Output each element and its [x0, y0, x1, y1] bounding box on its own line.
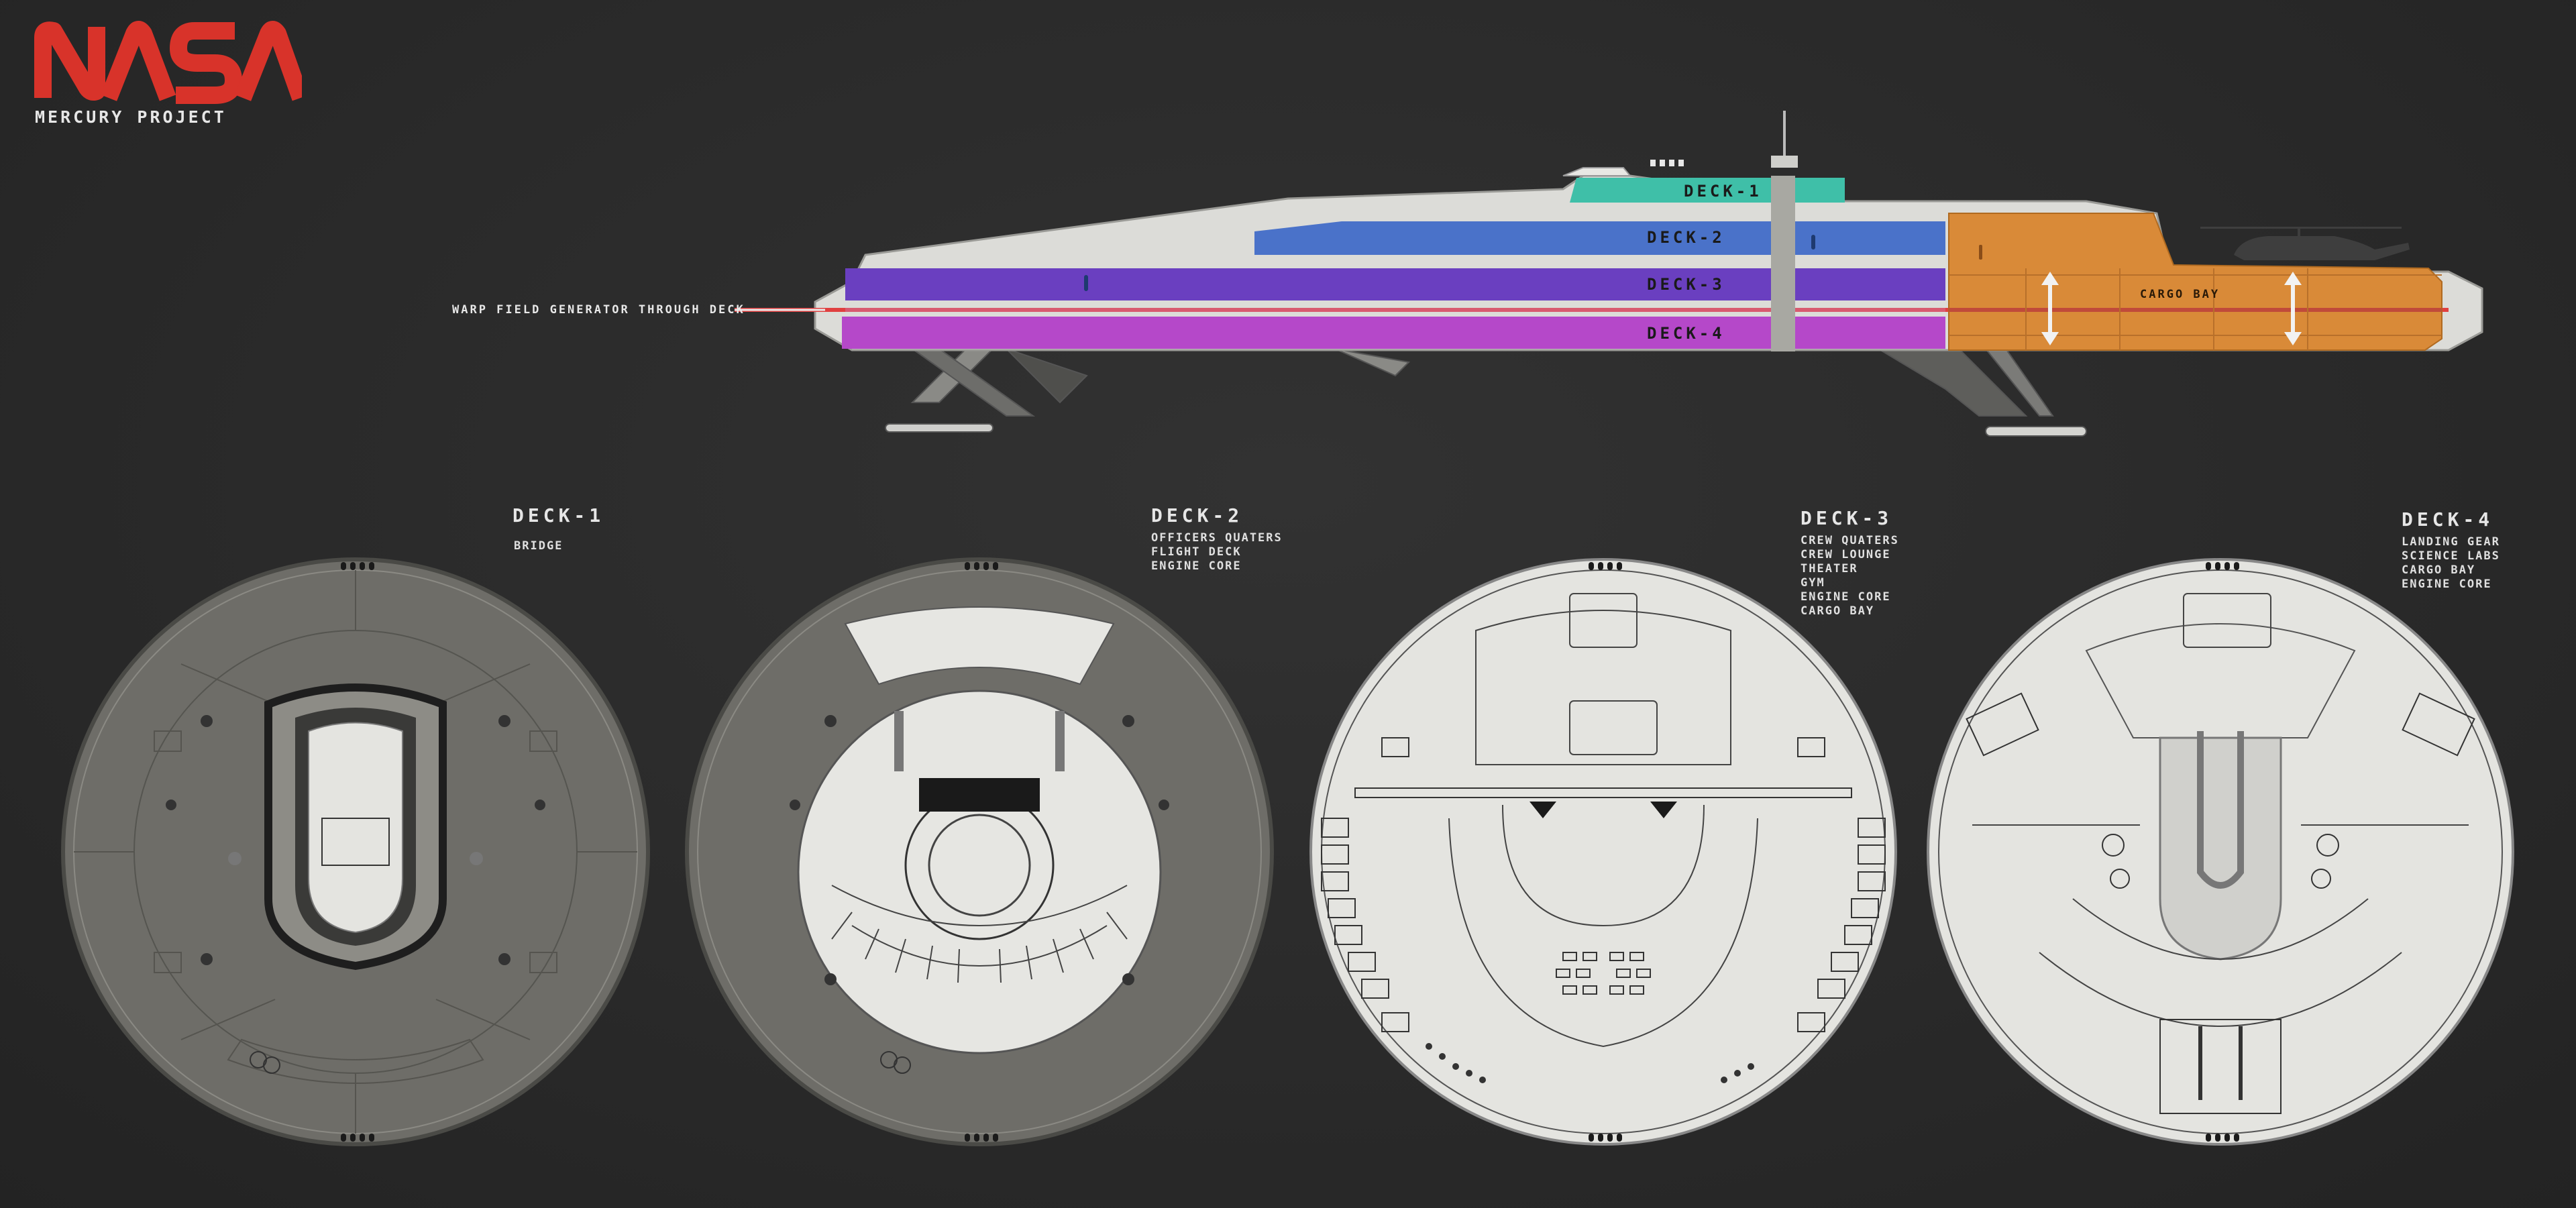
deck-3-title: DECK-3 — [1801, 507, 1893, 529]
deck-4-floorplan — [1927, 558, 2514, 1146]
lift-arrow-icon — [2041, 272, 2302, 345]
landing-gear-front — [1334, 348, 2087, 437]
deck-3-list: CREW QUATERS CREW LOUNGE THEATER GYM ENG… — [1801, 534, 1899, 618]
deck-1-list: BRIDGE — [514, 539, 563, 553]
deck-3-item: GYM — [1801, 576, 1825, 590]
deck-2-title: DECK-2 — [1151, 504, 1244, 527]
warp-field-callout: WARP FIELD GENERATOR THROUGH DECK — [452, 303, 745, 317]
deck-3-item: CREW LOUNGE — [1801, 548, 1891, 561]
section-label-deck-3: DECK-3 — [1647, 275, 1725, 294]
helicopter-icon — [2200, 227, 2410, 260]
deck-4-item: ENGINE CORE — [2402, 578, 2492, 591]
deck-4-list: LANDING GEAR SCIENCE LABS CARGO BAY ENGI… — [2402, 535, 2500, 592]
project-label: MERCURY PROJECT — [35, 107, 227, 127]
deck-4-item: SCIENCE LABS — [2402, 549, 2500, 563]
section-label-deck-4: DECK-4 — [1647, 324, 1725, 343]
ship-side-view: DECK-1 DECK-2 DECK-3 DECK-4 CARGO BAY — [735, 111, 2483, 437]
deck-2-band — [1254, 221, 1945, 255]
section-label-deck-1: DECK-1 — [1684, 182, 1762, 201]
deck-2-item: ENGINE CORE — [1151, 559, 1242, 573]
deck-3-floorplan — [1309, 558, 1897, 1146]
deck-1-floorplan — [61, 557, 650, 1146]
deck-1-title: DECK-1 — [513, 504, 605, 527]
deck-2-item: OFFICERS QUATERS — [1151, 531, 1283, 545]
deck-3-item: CARGO BAY — [1801, 604, 1875, 618]
deck-3-item: THEATER — [1801, 562, 1858, 575]
deck-2-item: FLIGHT DECK — [1151, 545, 1242, 559]
elevator-shaft — [1771, 176, 1795, 351]
deck-4-item: CARGO BAY — [2402, 563, 2476, 577]
deck-4-band — [842, 317, 1945, 349]
deck-2-list: OFFICERS QUATERS FLIGHT DECK ENGINE CORE — [1151, 531, 1283, 573]
section-label-deck-2: DECK-2 — [1647, 228, 1725, 247]
deck-2-floorplan — [685, 557, 1274, 1146]
deck-4-item: LANDING GEAR — [2402, 535, 2500, 549]
deck-4-title: DECK-4 — [2402, 508, 2494, 531]
deck-1-item: BRIDGE — [514, 539, 564, 553]
landing-gear-rear — [885, 348, 1088, 433]
cargo-bay-label: CARGO BAY — [2140, 288, 2220, 301]
cargo-bay-block — [1948, 213, 2443, 351]
deck-3-band — [845, 268, 1945, 300]
deck-3-item: CREW QUATERS — [1801, 534, 1899, 547]
deck-3-item: ENGINE CORE — [1801, 590, 1891, 604]
nasa-logo — [34, 21, 302, 104]
